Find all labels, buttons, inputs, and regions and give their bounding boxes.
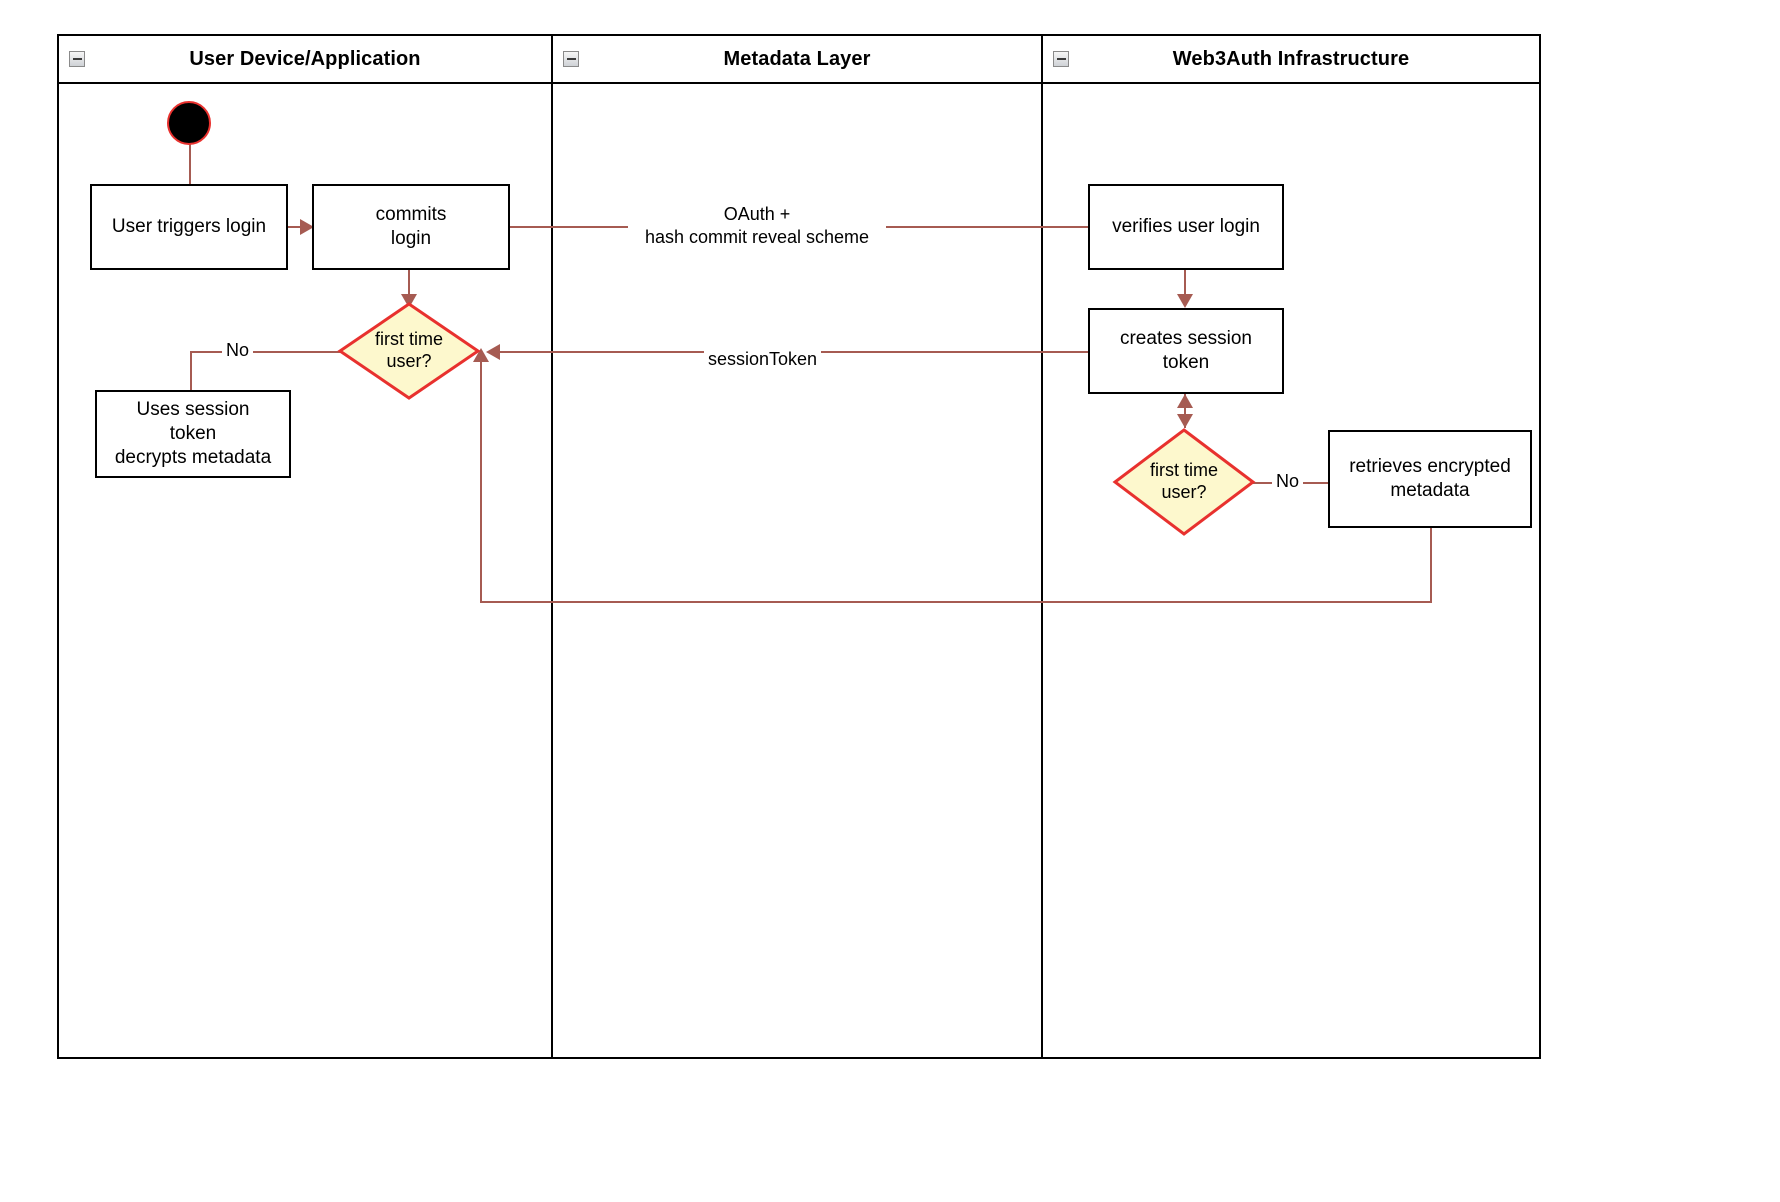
start-node[interactable]	[167, 101, 211, 145]
node-label-line2: token	[1162, 352, 1210, 373]
edge-creates-token-to-decision-right	[1184, 394, 1186, 428]
node-label-line1: Uses session	[136, 399, 250, 421]
edge-verifies-to-creates-token	[1184, 270, 1186, 300]
lane-header-web3auth[interactable]: Web3Auth Infrastructure	[1041, 34, 1541, 84]
node-label-line2: metadata	[1390, 480, 1470, 501]
edge-label-session-token-text: sessionToken	[708, 349, 818, 369]
collapse-minus-icon[interactable]	[563, 51, 579, 67]
edge-label-no-right: No	[1272, 470, 1304, 494]
lane-title-web3auth: Web3Auth Infrastructure	[1172, 47, 1410, 70]
edge-label-oauth-line2: hash commit reveal scheme	[644, 227, 870, 248]
arrowhead-down-decision-left	[401, 294, 417, 308]
edge-user-triggers-to-commits	[288, 226, 304, 228]
arrowhead-left-decision	[486, 344, 500, 360]
node-label: verifies user login	[1112, 216, 1260, 238]
arrowhead-up-creates-token	[1177, 394, 1193, 408]
diamond-shape	[337, 302, 481, 400]
node-label-line1: creates session	[1119, 328, 1252, 350]
edge-label-oauth-line1: OAuth +	[723, 204, 791, 224]
edge-metadata-return-up	[480, 362, 482, 603]
edge-label-no-right-text: No	[1276, 471, 1300, 491]
collapse-minus-icon[interactable]	[1053, 51, 1069, 67]
edge-metadata-return-down	[1430, 528, 1432, 603]
edge-start-to-user-triggers-login	[189, 140, 191, 184]
diamond-shape	[1112, 428, 1256, 536]
edge-no-branch-left	[190, 351, 346, 353]
edge-label-no-left: No	[222, 339, 254, 363]
node-label: User triggers login	[111, 216, 267, 238]
node-retrieves-encrypted-metadata[interactable]: retrieves encrypted metadata	[1328, 430, 1532, 528]
arrowhead-down-decision-right	[1177, 414, 1193, 428]
edge-label-no-left-text: No	[226, 340, 250, 360]
node-verifies-user-login[interactable]: verifies user login	[1088, 184, 1284, 270]
node-label-line3: decrypts metadata	[114, 446, 272, 468]
lane-title-user-device: User Device/Application	[189, 47, 421, 70]
node-label-line2: login	[390, 228, 432, 249]
node-label-line1: commits	[375, 204, 447, 226]
lane-header-user-device[interactable]: User Device/Application	[57, 34, 553, 84]
lane-title-metadata: Metadata Layer	[723, 47, 871, 70]
edge-label-oauth: OAuth + hash commit reveal scheme	[628, 203, 886, 250]
arrowhead-down-creates-token	[1177, 294, 1193, 308]
edge-label-session-token: sessionToken	[704, 348, 822, 372]
lane-header-metadata[interactable]: Metadata Layer	[551, 34, 1043, 84]
node-label-line2: token	[169, 423, 217, 445]
node-commits-login[interactable]: commits login	[312, 184, 510, 270]
node-decision-first-time-user-right[interactable]: first time user?	[1112, 428, 1256, 536]
node-creates-session-token[interactable]: creates session token	[1088, 308, 1284, 394]
lane-body-web3auth	[1041, 84, 1541, 1059]
edge-metadata-return-left	[480, 601, 1432, 603]
node-label-line1: retrieves encrypted	[1349, 456, 1511, 478]
node-decision-first-time-user-left[interactable]: first time user?	[337, 302, 481, 400]
node-user-triggers-login[interactable]: User triggers login	[90, 184, 288, 270]
arrowhead-right-commits	[300, 219, 314, 235]
node-uses-session-token[interactable]: Uses session token decrypts metadata	[95, 390, 291, 478]
collapse-minus-icon[interactable]	[69, 51, 85, 67]
edge-commits-to-decision-left	[408, 270, 410, 300]
edge-no-branch-down	[190, 351, 192, 391]
